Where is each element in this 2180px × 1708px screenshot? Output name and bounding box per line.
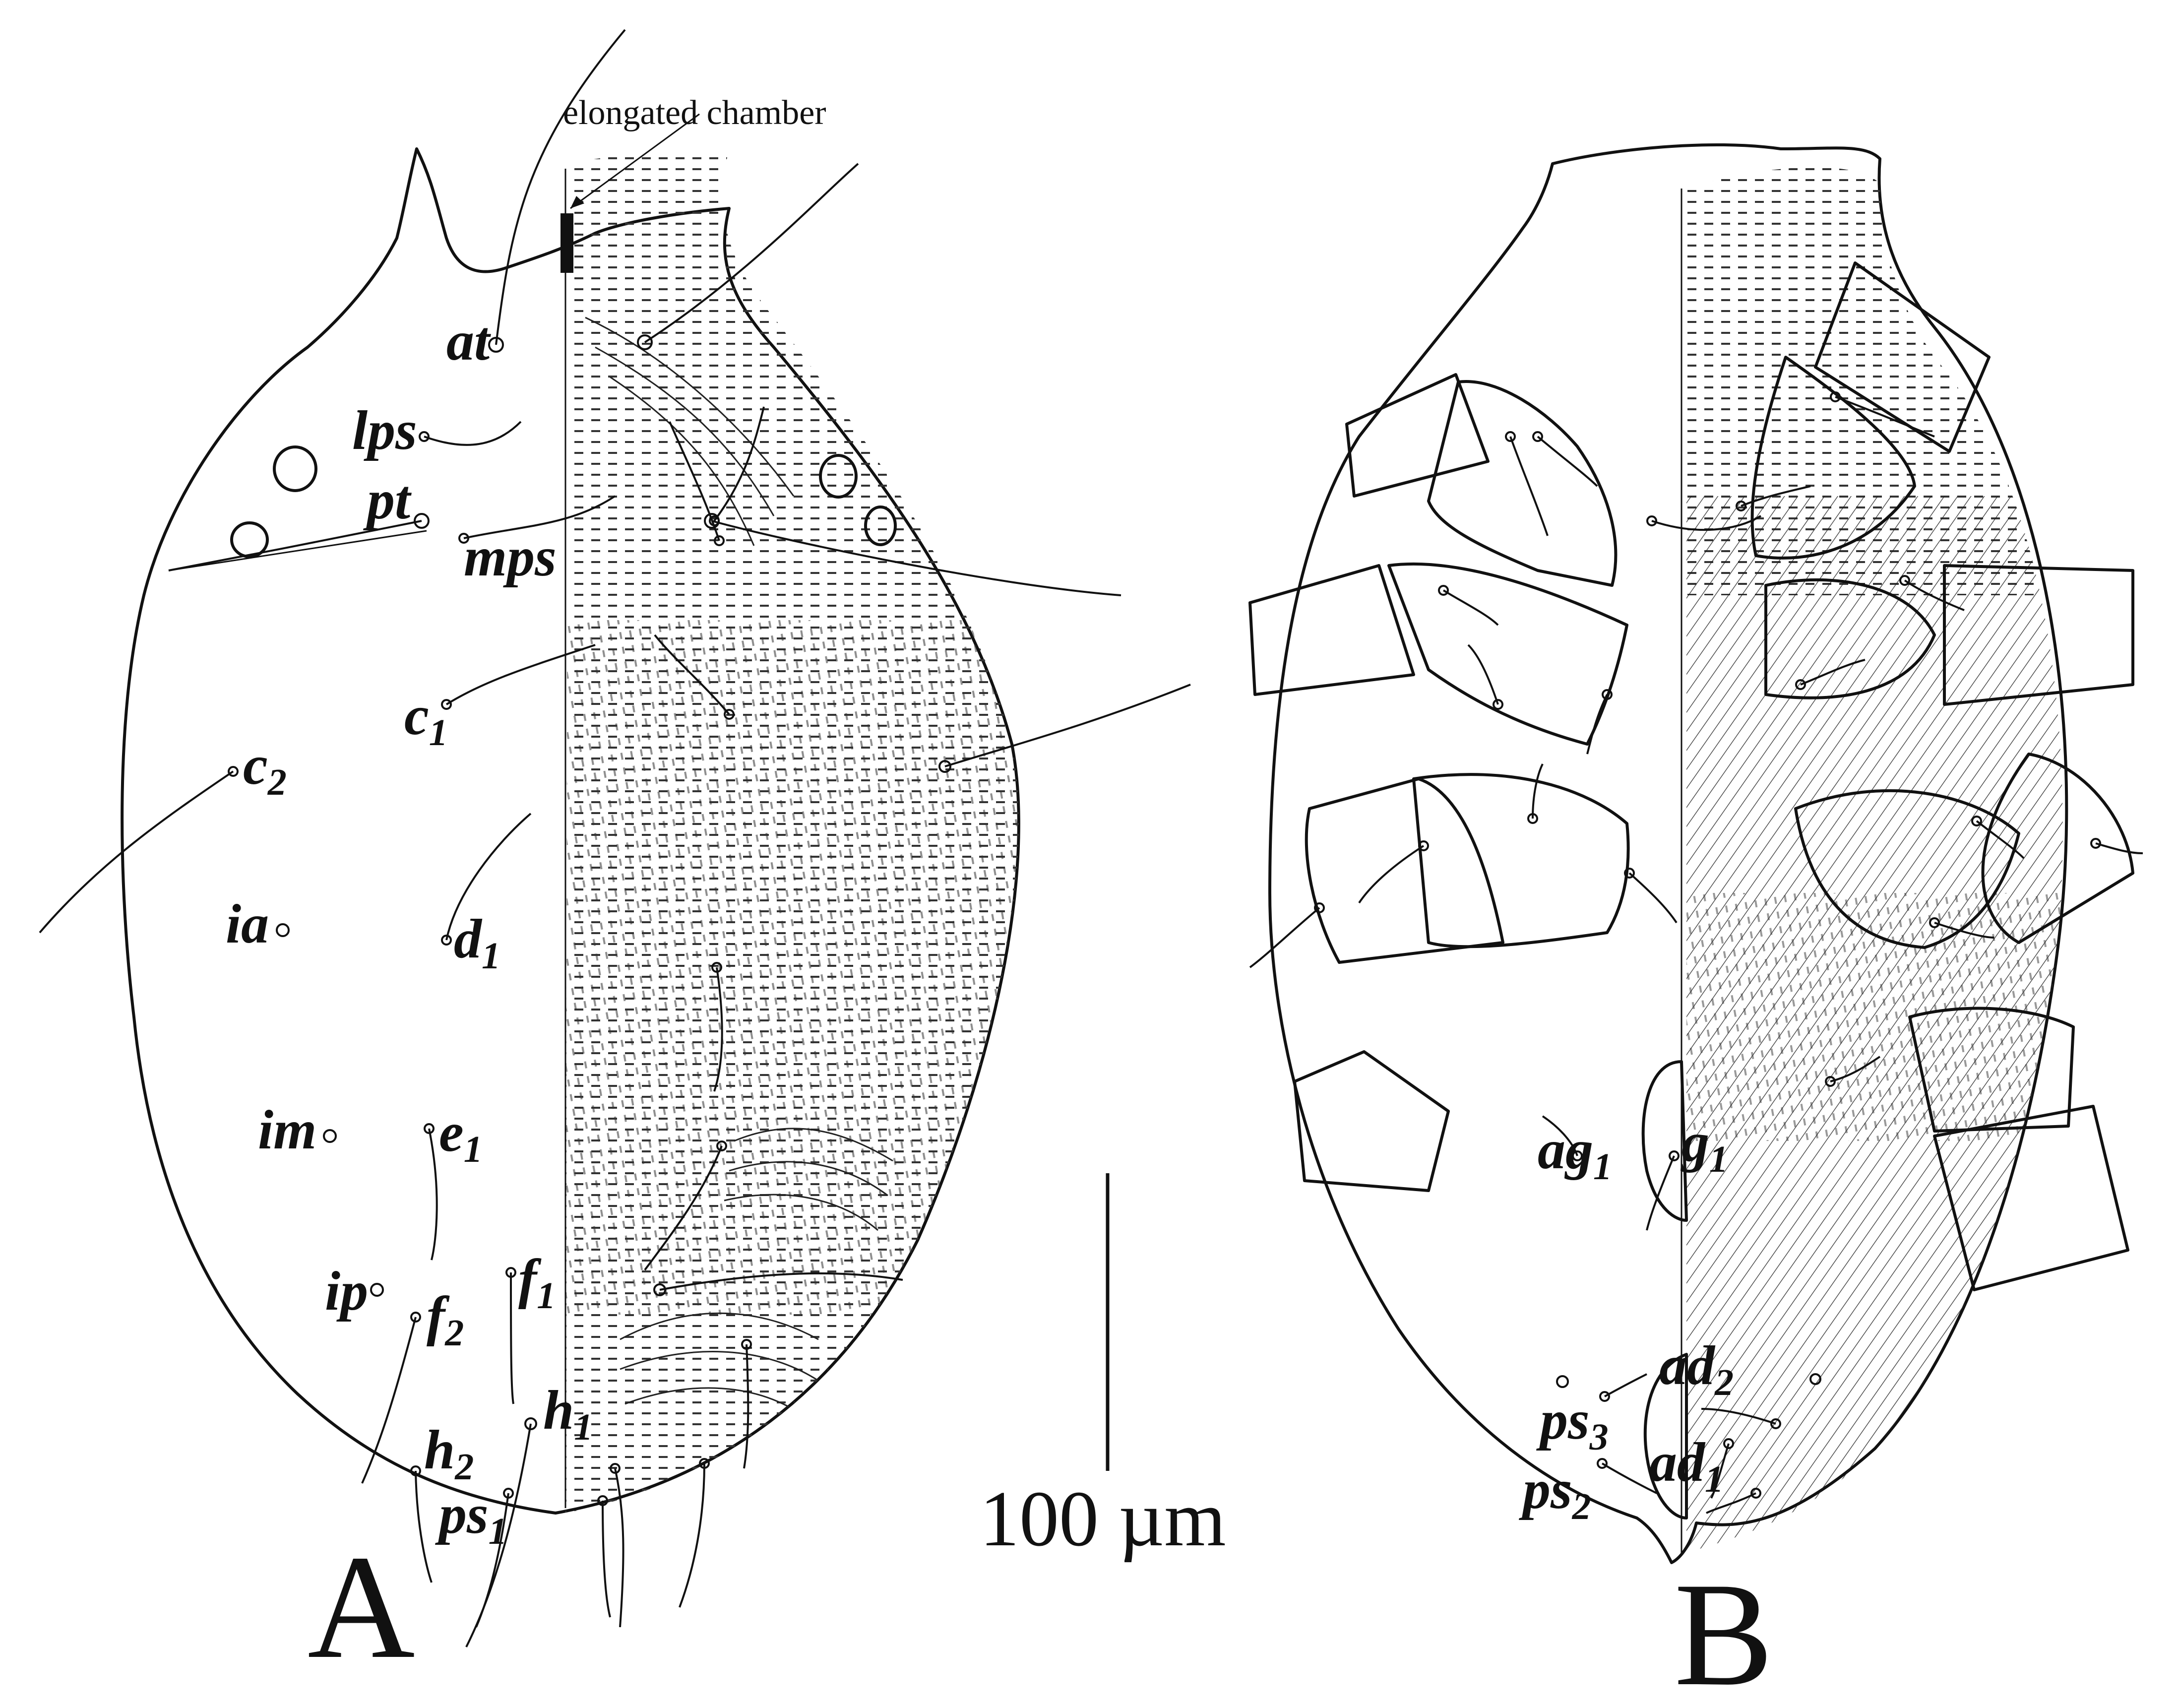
lens-left-upper [273, 445, 317, 492]
seta-label-lps: lps [352, 400, 417, 461]
seta-label-d1: d1 [454, 908, 500, 977]
seta-label-ps3: ps3 [1536, 1390, 1609, 1458]
seta-label-h2: h2 [424, 1419, 474, 1488]
seta-label-f1: f1 [518, 1248, 556, 1317]
seta-label-c2: c2 [243, 735, 287, 803]
panel-b-leg-segments-right [1750, 261, 2134, 1291]
elongated-chamber [561, 213, 573, 273]
seta-label-ag1: ag1 [1538, 1119, 1612, 1188]
panel-a-setae [39, 29, 1191, 1647]
panel-b-striation-field [1686, 167, 2063, 1553]
genital-plate [1641, 1060, 1688, 1222]
seta-label-ad2: ad2 [1659, 1335, 1734, 1403]
panel-b-ventral-view: ag1 g1 ps3 ad2 ad1 ps2 B [1248, 143, 2143, 1708]
panel-a-letter: A [308, 1524, 415, 1689]
lens-right-upper [819, 454, 858, 499]
panel-a-labels: at lps pt mps c1 c2 ia d1 im e1 ip f1 f2… [226, 311, 593, 1552]
seta-label-g1: g1 [1680, 1112, 1728, 1180]
seta-label-mps: mps [464, 526, 557, 588]
seta-label-at: at [446, 311, 491, 372]
panel-b-labels: ag1 g1 ps3 ad2 ad1 ps2 [1519, 1112, 1734, 1527]
seta-label-ad1: ad1 [1649, 1432, 1724, 1500]
anal-plate [1643, 1353, 1688, 1519]
panel-a-scapular-line [168, 530, 427, 571]
seta-label-ps2: ps2 [1519, 1459, 1591, 1527]
seta-label-ip: ip [325, 1261, 368, 1322]
lens-right-lower [864, 506, 897, 546]
arrow-head-icon [570, 196, 584, 208]
seta-label-im: im [258, 1099, 316, 1161]
annotation-elongated-chamber: elongated chamber [563, 94, 826, 132]
panel-a-striation-field [565, 148, 1019, 1513]
panel-b-letter: B [1674, 1552, 1773, 1708]
seta-label-f2: f2 [427, 1285, 464, 1354]
seta-label-ia: ia [226, 893, 269, 955]
panel-b-leg-segments-left [1248, 373, 1630, 1192]
seta-label-pt: pt [363, 469, 412, 531]
panel-a-dorsal-view: at lps pt mps c1 c2 ia d1 im e1 ip f1 f2… [39, 29, 1191, 1689]
elongated-chamber-arrow [570, 113, 700, 209]
seta-label-e1: e1 [439, 1102, 483, 1170]
scale-bar: 100 µm [980, 1173, 1226, 1563]
seta-label-h1: h1 [543, 1380, 593, 1448]
seta-label-c1: c1 [404, 685, 448, 754]
lens-left-lower [230, 521, 269, 558]
panel-b-setae [1249, 391, 2143, 1514]
scale-bar-label: 100 µm [980, 1474, 1226, 1563]
seta-label-ps1: ps1 [435, 1484, 507, 1552]
